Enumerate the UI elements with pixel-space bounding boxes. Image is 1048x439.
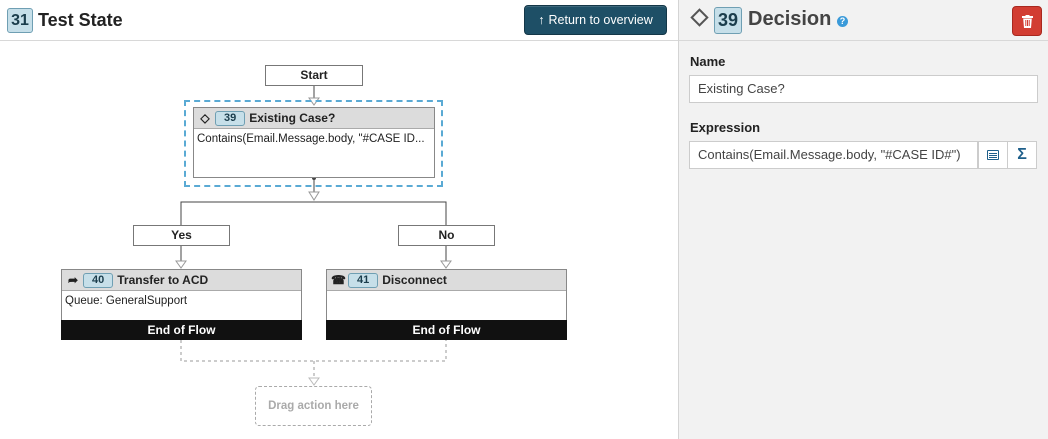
share-arrow-icon: ➦	[67, 273, 79, 287]
disconnect-action-body	[327, 291, 566, 299]
list-icon	[987, 150, 999, 160]
transfer-end-of-flow: End of Flow	[61, 320, 302, 340]
selection-outline	[184, 100, 443, 187]
sigma-icon: Σ	[1017, 146, 1027, 163]
return-to-overview-button[interactable]: ↑Return to overview	[524, 5, 667, 35]
drag-action-drop-zone[interactable]: Drag action here	[255, 386, 372, 426]
name-label: Name	[690, 54, 726, 69]
state-header: 31 Test State ↑Return to overview	[0, 0, 678, 41]
transfer-action-body: Queue: GeneralSupport	[65, 295, 188, 307]
delete-button[interactable]	[1012, 6, 1042, 36]
transfer-number-badge: 40	[83, 273, 114, 288]
state-title: Test State	[38, 10, 123, 30]
expression-editor-button[interactable]	[978, 141, 1008, 169]
trash-icon	[1022, 15, 1033, 28]
disconnect-action-title: Disconnect	[382, 273, 447, 287]
decision-action-title: Existing Case?	[249, 111, 336, 125]
expression-input[interactable]: Contains(Email.Message.body, "#CASE ID#"…	[689, 141, 978, 169]
decision-number-badge: 39	[215, 111, 246, 126]
diamond-icon: ◇	[200, 111, 210, 125]
expression-builder-button[interactable]: Σ	[1007, 141, 1037, 169]
diamond-icon	[690, 8, 709, 27]
disconnect-end-of-flow: End of Flow	[326, 320, 567, 340]
flow-editor: 31 Test State ↑Return to overview	[0, 0, 678, 439]
phone-hangup-icon: ☎	[331, 273, 346, 287]
yes-branch-label[interactable]: Yes	[133, 225, 230, 246]
decision-number-badge: 39	[714, 7, 742, 34]
return-button-label: Return to overview	[548, 13, 653, 27]
name-input[interactable]: Existing Case?	[689, 75, 1038, 103]
properties-header: 39 Decision ?	[679, 0, 1048, 41]
disconnect-number-badge: 41	[348, 273, 379, 288]
panel-title: Decision	[748, 8, 832, 30]
properties-panel: 39 Decision ? Name Existing Case? Expres…	[678, 0, 1048, 439]
transfer-action-title: Transfer to ACD	[117, 273, 209, 287]
flow-connectors	[175, 86, 452, 386]
state-number-badge: 31	[7, 8, 33, 33]
question-circle-icon[interactable]: ?	[837, 16, 848, 27]
start-node[interactable]: Start	[265, 65, 363, 86]
arrow-up-icon: ↑	[538, 13, 545, 27]
expression-label: Expression	[690, 120, 761, 135]
no-branch-label[interactable]: No	[398, 225, 495, 246]
decision-action-body: Contains(Email.Message.body, "#CASE ID..…	[197, 133, 425, 145]
